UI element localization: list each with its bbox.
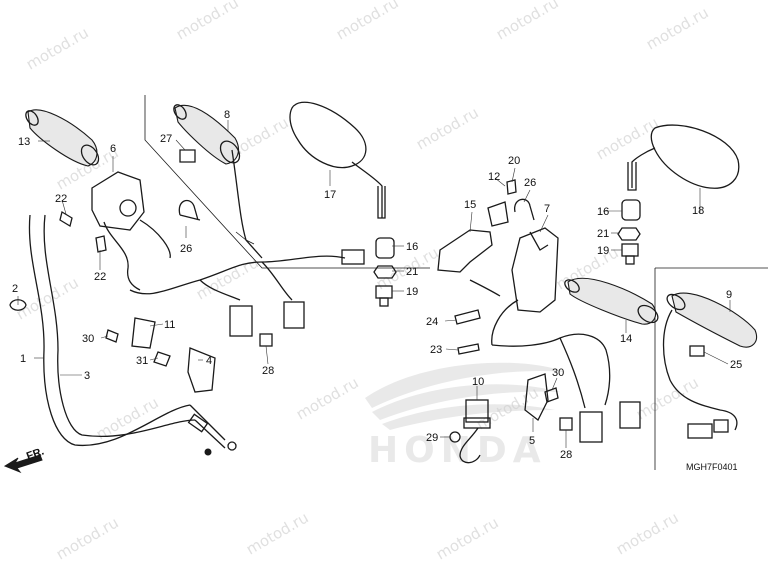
- callout-23: 23: [430, 344, 442, 356]
- left-switch-assembly: [91, 171, 171, 291]
- callout-9: 9: [726, 289, 732, 301]
- callout-30-left: 30: [82, 333, 94, 345]
- watermark: motod.ru: [413, 103, 482, 153]
- watermark: motod.ru: [613, 508, 682, 558]
- callout-19-left: 19: [406, 286, 418, 298]
- left-harness: [129, 149, 346, 301]
- watermark-layer: motod.ru motod.ru motod.ru motod.ru moto…: [13, 0, 712, 563]
- connector-left-b: [283, 301, 305, 329]
- callout-15: 15: [464, 199, 476, 211]
- watermark: motod.ru: [243, 508, 312, 558]
- callout-5: 5: [529, 435, 535, 447]
- callout-7: 7: [544, 203, 550, 215]
- callout-26-left: 26: [180, 243, 192, 255]
- clip-2: [9, 299, 27, 311]
- callout-28-left: 28: [262, 365, 274, 377]
- callout-1: 1: [20, 353, 26, 365]
- connector-right-a: [579, 411, 603, 443]
- callout-18: 18: [692, 205, 704, 217]
- callout-19-right: 19: [597, 245, 609, 257]
- callout-22-upper: 22: [55, 193, 67, 205]
- clamp-26-right: [514, 198, 535, 221]
- left-grip: [25, 109, 100, 167]
- honda-logo-text: HONDA: [368, 430, 547, 471]
- clamp-26-left: [178, 199, 201, 221]
- callout-28-right: 28: [560, 449, 572, 461]
- callout-26-right: 26: [524, 177, 536, 189]
- callout-31: 31: [136, 355, 148, 367]
- frame-lines: [144, 95, 768, 470]
- direction-label: FR.: [25, 445, 46, 462]
- watermark: motod.ru: [633, 373, 702, 423]
- callout-17: 17: [324, 189, 336, 201]
- watermark: motod.ru: [493, 0, 562, 43]
- callout-13: 13: [18, 136, 30, 148]
- connector-ground-left: [341, 249, 365, 265]
- callout-22-lower: 22: [94, 271, 106, 283]
- callout-labels: 13 6 8 27 17 16 21 19 22 22 26 2 1 3 30 …: [12, 109, 742, 472]
- callout-21-left: 21: [406, 266, 418, 278]
- callout-3: 3: [84, 370, 90, 382]
- callout-25: 25: [730, 359, 742, 371]
- callout-20: 20: [508, 155, 520, 167]
- callout-21-right: 21: [597, 228, 609, 240]
- callout-6: 6: [110, 143, 116, 155]
- left-bar-end-stack: [373, 237, 397, 307]
- bolt-22-lower: [95, 235, 107, 253]
- callout-16-right: 16: [597, 206, 609, 218]
- callout-27: 27: [160, 133, 172, 145]
- bolt-22-upper: [59, 210, 73, 228]
- diagram-code: MGH7F0401: [686, 462, 738, 472]
- callout-16-left: 16: [406, 241, 418, 253]
- clutch-switch-bracket: [105, 317, 216, 393]
- connector-28-left: [259, 333, 273, 347]
- callout-12: 12: [488, 171, 500, 183]
- watermark: motod.ru: [433, 513, 502, 563]
- bracket-15: [437, 229, 493, 273]
- clamp-12: [487, 201, 509, 227]
- callout-10: 10: [472, 376, 484, 388]
- callout-11: 11: [164, 319, 175, 331]
- right-harness: [469, 279, 611, 409]
- bolt-20: [506, 179, 517, 195]
- watermark: motod.ru: [23, 23, 92, 73]
- callout-2: 2: [12, 283, 18, 295]
- callout-30-right: 30: [552, 367, 564, 379]
- bolt-23: [457, 343, 480, 355]
- right-mirror: [627, 124, 740, 191]
- callout-4: 4: [206, 355, 212, 367]
- connector-28-right: [559, 417, 573, 431]
- front-direction-arrow: FR.: [3, 445, 46, 474]
- honda-wing-logo: HONDA: [365, 362, 565, 471]
- connector-left-a: [229, 305, 253, 337]
- callout-14: 14: [620, 333, 632, 345]
- right-grip: [564, 277, 659, 325]
- bolt-24: [454, 309, 481, 325]
- callout-8: 8: [224, 109, 230, 121]
- connector-right-b: [619, 401, 641, 429]
- watermark: motod.ru: [53, 513, 122, 563]
- watermark: motod.ru: [293, 373, 362, 423]
- watermark: motod.ru: [13, 273, 82, 323]
- callout-29: 29: [426, 432, 438, 444]
- right-bar-end-stack: [617, 199, 641, 265]
- leader-lines: [17, 120, 731, 448]
- callout-24: 24: [426, 316, 438, 328]
- left-mirror: [289, 101, 386, 219]
- right-switch-assembly: [491, 227, 559, 346]
- clip-27: [179, 149, 196, 163]
- clutch-and-throttle-cables: [28, 214, 237, 456]
- watermark: motod.ru: [333, 0, 402, 43]
- heated-grip: [662, 292, 758, 439]
- watermark: motod.ru: [173, 0, 242, 43]
- bracket-5: [524, 373, 549, 421]
- watermark: motod.ru: [643, 3, 712, 53]
- throttle-grip: [173, 104, 241, 165]
